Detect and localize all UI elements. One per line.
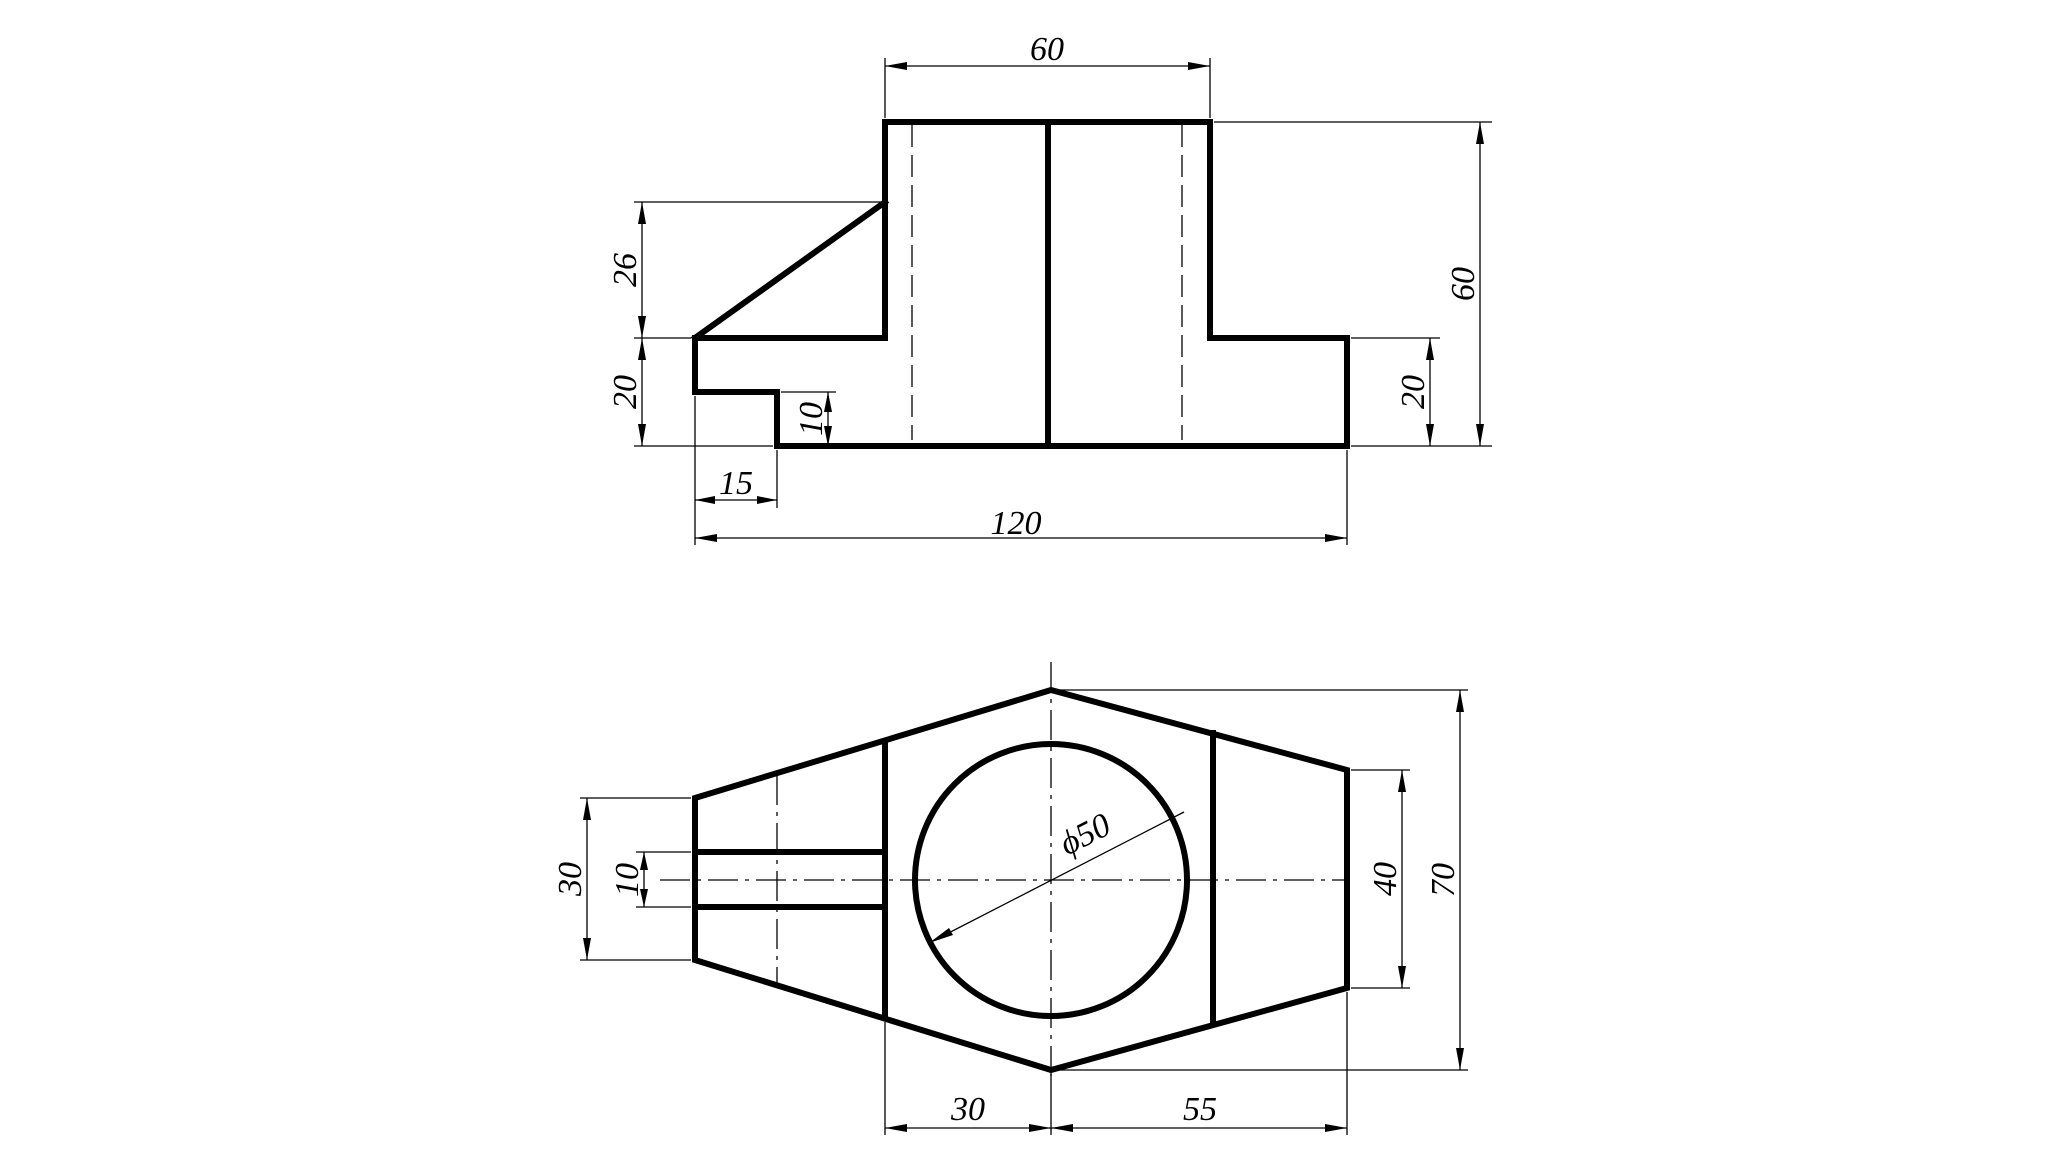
bore-circle bbox=[912, 741, 1190, 1019]
dimension-text: ϕ50 bbox=[1054, 806, 1117, 862]
dimension-right-end-width: 40 bbox=[1351, 769, 1410, 989]
dimension-total-width: 70 bbox=[1055, 689, 1468, 1071]
dimension-text: 15 bbox=[719, 465, 753, 502]
dimension-step-width: 15 bbox=[694, 396, 778, 545]
front-view: 60 60 20 26 bbox=[607, 31, 1492, 545]
dimension-text: 60 bbox=[1030, 31, 1064, 68]
dimension-top-width: 60 bbox=[884, 31, 1211, 118]
dimension-slot-outer-width: 30 bbox=[552, 797, 691, 961]
dimension-slot-width: 10 bbox=[609, 851, 691, 908]
dimension-rib-height: 26 bbox=[607, 201, 881, 339]
dimension-text: 20 bbox=[1395, 375, 1432, 409]
dimension-total-length: 120 bbox=[695, 450, 1348, 545]
dimension-text: 26 bbox=[607, 253, 644, 287]
dimension-text: 40 bbox=[1367, 862, 1404, 896]
dimension-text: 10 bbox=[793, 402, 830, 436]
dimension-left-offset: 30 bbox=[884, 1022, 1052, 1135]
dimension-text: 30 bbox=[950, 1091, 985, 1128]
dimension-bore-diameter: ϕ50 bbox=[929, 806, 1185, 943]
dimension-total-height: 60 bbox=[1214, 121, 1492, 447]
dimension-text: 60 bbox=[1445, 267, 1482, 301]
dimension-slot-depth: 10 bbox=[781, 391, 836, 446]
top-outline bbox=[692, 686, 1350, 1074]
front-outline bbox=[692, 119, 1350, 449]
dimension-text: 10 bbox=[609, 863, 646, 897]
dimension-text: 20 bbox=[607, 375, 644, 409]
dimension-text: 120 bbox=[991, 505, 1042, 542]
dimension-text: 55 bbox=[1183, 1091, 1217, 1128]
dimension-left-flange-height: 20 bbox=[607, 338, 773, 447]
top-view: ϕ50 30 10 40 bbox=[552, 662, 1468, 1135]
dimension-text: 30 bbox=[552, 862, 589, 897]
dimension-text: 70 bbox=[1425, 863, 1462, 897]
dimension-right-offset: 55 bbox=[1051, 992, 1348, 1135]
rib-sloped-edge bbox=[690, 197, 890, 343]
slot-outline bbox=[692, 849, 888, 910]
dimension-right-flange-height: 20 bbox=[1351, 337, 1440, 446]
